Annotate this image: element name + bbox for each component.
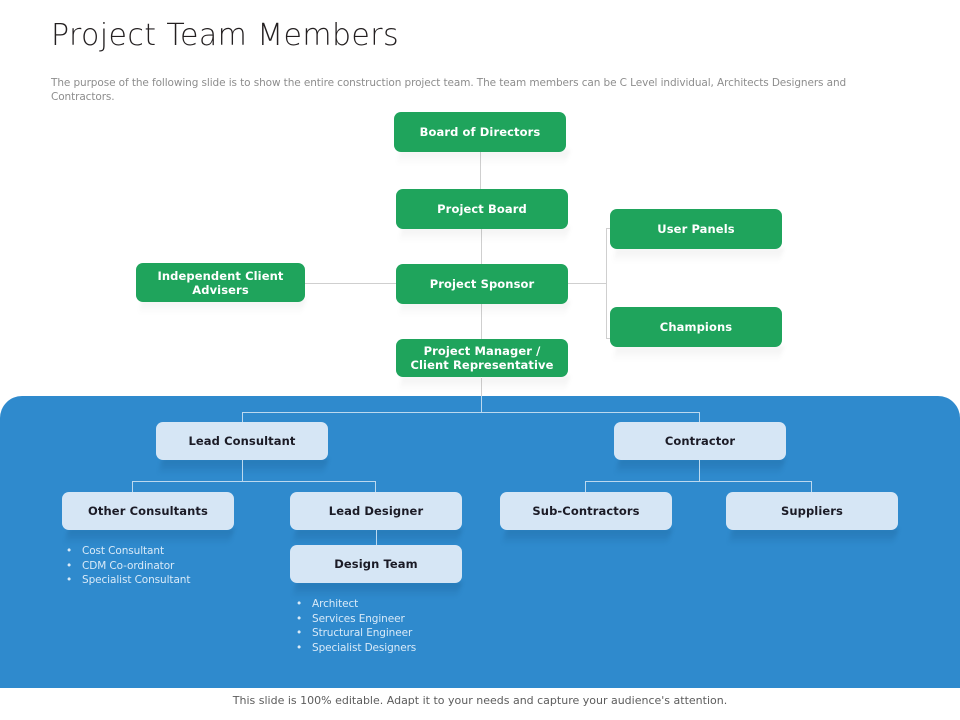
bullet-list-design-team: • Architect • Services Engineer • Structural … bbox=[296, 597, 516, 655]
node-label-line2: Advisers bbox=[192, 282, 249, 297]
node-lead-consultant[interactable]: Lead Consultant bbox=[156, 422, 328, 460]
shadow-project-manager bbox=[397, 376, 571, 392]
bullet-dot-icon: • bbox=[66, 559, 73, 572]
node-design-team[interactable]: Design Team bbox=[290, 545, 462, 583]
node-project-sponsor[interactable]: Project Sponsor bbox=[396, 264, 568, 304]
slide-footer-note: This slide is 100% editable. Adapt it to… bbox=[232, 694, 728, 707]
node-sub-contractors[interactable]: Sub-Contractors bbox=[500, 492, 672, 530]
node-label: Suppliers bbox=[780, 504, 844, 518]
node-label: Project Board bbox=[437, 202, 527, 216]
node-contractor[interactable]: Contractor bbox=[614, 422, 786, 460]
connector-split-to-other-consultants bbox=[132, 481, 133, 493]
bullet-dot-icon: • bbox=[296, 612, 303, 625]
node-label: Champions bbox=[659, 320, 733, 334]
bullet-item-label: Structural Engineer bbox=[312, 627, 413, 640]
shadow-board-of-directors bbox=[395, 150, 571, 166]
connector-manager-down bbox=[481, 378, 482, 396]
shadow-lead-designer bbox=[291, 529, 463, 545]
node-champions[interactable]: Champions bbox=[610, 307, 782, 347]
node-project-manager[interactable]: Project Manager / Client Representative bbox=[396, 339, 568, 377]
node-project-board[interactable]: Project Board bbox=[396, 189, 568, 229]
connector-right-branch-bar bbox=[606, 228, 607, 338]
connector-contractor-down bbox=[699, 459, 700, 481]
connector-tier5-split bbox=[242, 412, 700, 413]
connector-contractor-split bbox=[585, 481, 811, 482]
shadow-project-board bbox=[397, 227, 571, 243]
connector-branch-to-champions bbox=[606, 338, 612, 339]
bullet-item: • Specialist Consultant bbox=[66, 573, 286, 588]
bullet-dot-icon: • bbox=[296, 627, 303, 640]
shadow-lead-consultant bbox=[157, 459, 329, 475]
node-label: Board of Directors bbox=[419, 125, 541, 139]
bullet-item-label: Specialist Designers bbox=[312, 641, 417, 654]
node-lead-designer[interactable]: Lead Designer bbox=[290, 492, 462, 530]
bullet-item-label: CDM Co-ordinator bbox=[82, 559, 175, 572]
connector-branch-to-user-panels bbox=[606, 228, 612, 229]
connector-sponsor-right-stem bbox=[567, 283, 606, 284]
connector-board-to-projectboard bbox=[480, 152, 481, 190]
connector-lead-designer-to-design-team bbox=[376, 529, 377, 545]
node-label-line1: Independent Client bbox=[157, 268, 284, 283]
bullet-item-label: Architect bbox=[312, 598, 359, 610]
shadow-sub-contractors bbox=[501, 529, 673, 545]
shadow-champions bbox=[611, 346, 785, 362]
bullet-dot-icon: • bbox=[66, 545, 73, 557]
node-label: Design Team bbox=[334, 557, 418, 571]
bullet-item: • Cost Consultant bbox=[66, 544, 286, 559]
connector-split-to-contractor bbox=[699, 412, 700, 424]
page-title: Project Team Members bbox=[51, 18, 400, 53]
node-user-panels[interactable]: User Panels bbox=[610, 209, 782, 249]
node-board-of-directors[interactable]: Board of Directors bbox=[394, 112, 566, 152]
shadow-design-team bbox=[291, 582, 463, 598]
bullet-item: • Structural Engineer bbox=[296, 626, 516, 641]
node-label: User Panels bbox=[657, 222, 735, 236]
connector-sponsor-to-advisers bbox=[305, 283, 396, 284]
connector-split-to-lead-consultant bbox=[242, 412, 243, 424]
node-independent-client-advisers[interactable]: Independent Client Advisers bbox=[136, 263, 305, 302]
connector-sponsor-to-manager bbox=[481, 303, 482, 339]
bullet-item-label: Cost Consultant bbox=[82, 545, 164, 557]
connector-lead-consultant-down bbox=[242, 459, 243, 481]
shadow-other-consultants bbox=[63, 529, 235, 545]
connector-split-to-lead-designer bbox=[375, 481, 376, 493]
connector-split-to-sub-contractors bbox=[585, 481, 586, 493]
bullet-dot-icon: • bbox=[296, 641, 303, 654]
node-label: Contractor bbox=[664, 434, 736, 448]
bullet-dot-icon: • bbox=[66, 574, 73, 587]
bullet-item-label: Specialist Consultant bbox=[82, 574, 191, 587]
slide-subtitle: The purpose of the following slide is to… bbox=[51, 77, 847, 103]
bullet-item-label: Services Engineer bbox=[312, 612, 405, 625]
bullet-list-other-consultants: • Cost Consultant • CDM Co-ordinator • Specia… bbox=[66, 544, 286, 588]
node-label: Lead Consultant bbox=[188, 434, 296, 448]
node-label-line1: Project Manager / bbox=[423, 344, 541, 358]
bullet-dot-icon: • bbox=[296, 598, 303, 610]
bullet-item: • CDM Co-ordinator bbox=[66, 559, 286, 574]
node-label: Sub-Contractors bbox=[532, 504, 640, 518]
connector-split-to-suppliers bbox=[811, 481, 812, 493]
node-label: Lead Designer bbox=[328, 504, 424, 518]
connector-lead-consultant-split bbox=[132, 481, 375, 482]
connector-projectboard-to-sponsor bbox=[481, 229, 482, 265]
connector-manager-into-panel bbox=[481, 396, 482, 412]
bullet-item: • Services Engineer bbox=[296, 612, 516, 627]
node-other-consultants[interactable]: Other Consultants bbox=[62, 492, 234, 530]
shadow-contractor bbox=[614, 459, 786, 475]
node-suppliers[interactable]: Suppliers bbox=[726, 492, 898, 530]
shadow-user-panels bbox=[611, 248, 785, 264]
node-label: Other Consultants bbox=[88, 504, 208, 518]
node-label: Project Sponsor bbox=[429, 277, 535, 291]
bullet-item: • Architect bbox=[296, 597, 516, 612]
shadow-suppliers bbox=[727, 529, 899, 545]
bullet-item: • Specialist Designers bbox=[296, 641, 516, 656]
node-label-line2: Client Representative bbox=[410, 358, 554, 372]
